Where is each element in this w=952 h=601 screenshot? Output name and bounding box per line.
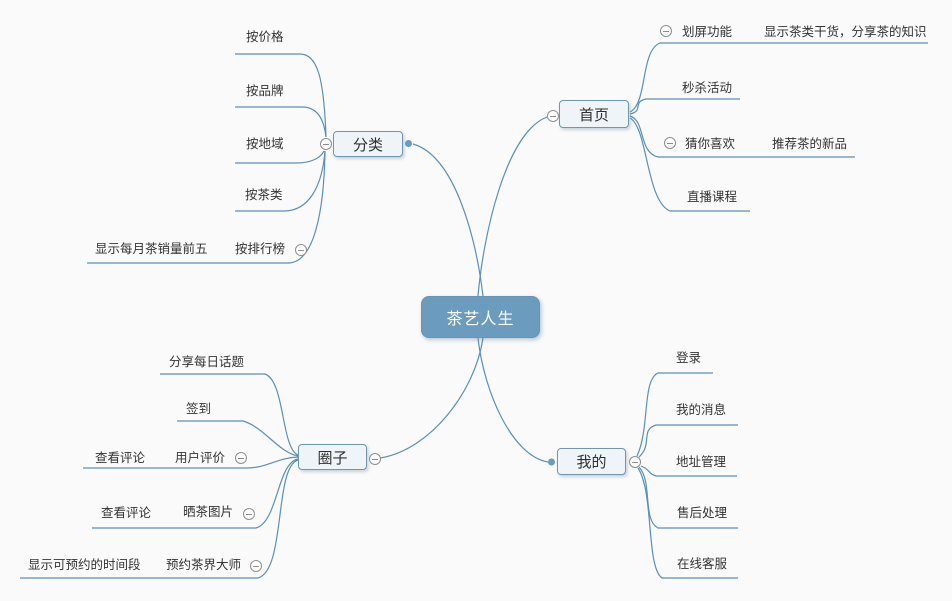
connector-flash-sale [629,98,740,115]
connector-book-tea-master [20,459,299,579]
collapse-icon-guess-you-like[interactable] [664,137,676,149]
collapse-icon-home[interactable] [547,110,559,122]
connector-by-region [235,150,325,164]
topic-after-sales[interactable]: 售后处理 [677,506,728,520]
topic-new-tea-recommend[interactable]: 推荐茶的新品 [772,137,848,151]
branch-circle[interactable]: 圈子 [298,444,367,470]
collapse-icon-swipe-feature[interactable] [660,25,672,37]
root-topic[interactable]: 茶艺人生 [421,296,540,338]
collapse-icon-book-tea-master[interactable] [250,560,262,572]
topic-flash-sale[interactable]: 秒杀活动 [682,81,733,95]
topic-book-tea-master[interactable]: 预约茶界大师 [166,558,242,572]
connector-root-classification [412,143,484,297]
collapse-icon-classification[interactable] [320,138,332,150]
connector-online-service [637,467,738,579]
topic-swipe-feature[interactable]: 划屏功能 [682,25,733,39]
connector-root-home [477,116,548,297]
topic-user-reviews[interactable]: 用户评价 [175,451,226,465]
topic-by-price[interactable]: 按价格 [246,30,284,44]
connection-dot-classification [405,140,412,147]
connector-by-price [235,53,327,138]
connector-check-in [177,420,299,457]
topic-monthly-top5[interactable]: 显示每月茶销量前五 [95,242,208,256]
topic-online-service[interactable]: 在线客服 [677,557,728,571]
connector-swipe-feature [629,42,928,113]
topic-live-course[interactable]: 直播课程 [687,190,738,204]
topic-guess-you-like[interactable]: 猜你喜欢 [685,137,736,151]
connector-login [636,372,713,457]
topic-check-in[interactable]: 签到 [186,402,212,416]
collapse-icon-circle[interactable] [369,453,381,465]
connector-by-tea-type [235,150,326,212]
topic-tea-knowledge[interactable]: 显示茶类干货，分享茶的知识 [764,25,927,39]
connector-address-management [640,465,737,477]
topic-daily-topic[interactable]: 分享每日话题 [169,355,245,369]
connector-my-messages [638,424,738,458]
topic-by-region[interactable]: 按地域 [246,137,284,151]
connector-tea-photos [92,458,299,529]
topic-by-ranking[interactable]: 按排行榜 [235,242,286,256]
topic-available-time[interactable]: 显示可预约的时间段 [28,558,141,572]
topic-my-messages[interactable]: 我的消息 [676,403,727,417]
connector-guess-you-like [629,115,855,158]
topic-view-comments-1[interactable]: 查看评论 [95,451,146,465]
branch-home[interactable]: 首页 [559,100,629,128]
collapse-icon-by-ranking[interactable] [295,244,307,256]
collapse-icon-user-reviews[interactable] [235,452,247,464]
collapse-icon-tea-photos[interactable] [243,508,255,520]
topic-view-comments-2[interactable]: 查看评论 [101,506,152,520]
connector-live-course [629,117,750,212]
branch-classification[interactable]: 分类 [333,131,403,157]
topic-address-management[interactable]: 地址管理 [676,455,727,469]
connector-root-mine [477,337,549,463]
connector-by-ranking [87,150,326,264]
connection-dot-mine [548,458,555,466]
topic-login[interactable]: 登录 [676,351,702,365]
topic-by-brand[interactable]: 按品牌 [246,84,284,98]
connector-user-reviews [83,456,299,469]
collapse-icon-mine[interactable] [629,456,641,468]
branch-mine[interactable]: 我的 [557,448,626,475]
topic-tea-photos[interactable]: 晒茶图片 [183,505,234,519]
connector-by-brand [235,106,327,138]
connector-daily-topic [160,373,299,456]
topic-by-tea-type[interactable]: 按茶类 [245,188,283,202]
connector-root-circle [379,337,484,459]
